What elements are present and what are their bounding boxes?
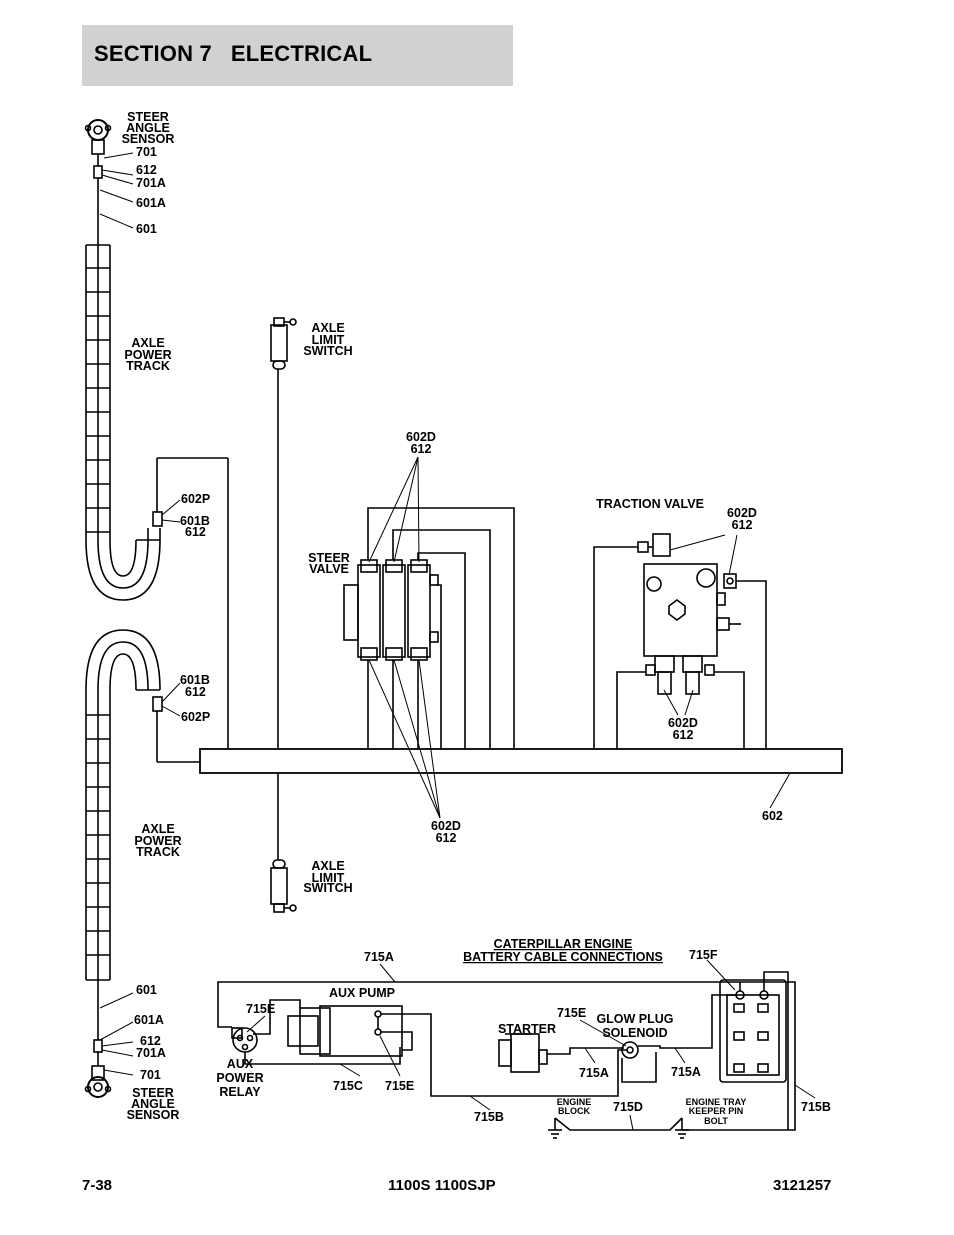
main-harness-602 (199, 748, 843, 774)
label-steer-valve-2: VALVE (309, 562, 349, 576)
callout-701-bottom: 701 (140, 1068, 161, 1082)
label-axle-limit-switch-top-1: AXLE (311, 321, 344, 335)
axle-limit-switch-top (270, 317, 297, 749)
callout-612-top: 612 (136, 163, 157, 177)
footer-models: 1100S 1100SJP (388, 1177, 496, 1194)
label-axle-power-track-top-1: AXLE (131, 336, 164, 350)
callout-602d-steer-bottom: 602D (431, 819, 461, 833)
callout-612-bottom: 612 (140, 1034, 161, 1048)
callout-601b-lower: 601B (180, 673, 210, 687)
steer-angle-sensor-top (84, 119, 112, 245)
label-axle-power-track-bottom-1: AXLE (141, 822, 174, 836)
callout-701a-bottom: 701A (136, 1046, 166, 1060)
callout-715e-pump: 715E (385, 1079, 414, 1093)
callout-602d-trac-bottom: 602D (668, 716, 698, 730)
label-axle-limit-switch-bottom-3: SWITCH (303, 881, 352, 895)
callout-602d-steer-top: 602D (406, 430, 436, 444)
label-aux-power-relay-3: RELAY (219, 1085, 261, 1099)
callout-602p-lower: 602P (181, 710, 210, 724)
callout-715f: 715F (689, 948, 718, 962)
label-steer-angle-sensor-top-2: ANGLE (126, 121, 170, 135)
label-starter: STARTER (498, 1022, 556, 1036)
steer-valve (343, 507, 515, 749)
label-caterpillar-title-1: CATERPILLAR ENGINE (494, 937, 633, 951)
callout-715a-starter: 715A (579, 1066, 609, 1080)
label-axle-limit-switch-bottom-2: LIMIT (312, 871, 345, 885)
label-steer-angle-sensor-bottom-2: ANGLE (131, 1097, 175, 1111)
label-glow-plug-solenoid-1: GLOW PLUG (596, 1012, 673, 1026)
traction-valve (593, 533, 767, 749)
callout-715a-top: 715A (364, 950, 394, 964)
label-engine-tray-keeper-2: KEEPER PIN (689, 1106, 744, 1116)
label-aux-pump: AUX PUMP (329, 986, 395, 1000)
callout-leaders (99, 152, 791, 1076)
label-steer-angle-sensor-bottom-3: SENSOR (127, 1108, 180, 1122)
label-steer-valve-1: STEER (308, 551, 350, 565)
label-engine-tray-keeper-1: ENGINE TRAY (686, 1097, 747, 1107)
callout-715d: 715D (613, 1100, 643, 1114)
callout-612-trac-top: 612 (732, 518, 753, 532)
callout-601a-top: 601A (136, 196, 166, 210)
steer-angle-sensor-bottom (84, 980, 112, 1098)
callout-715b-left: 715B (474, 1110, 504, 1124)
callout-601b-upper: 601B (180, 514, 210, 528)
connector-601b-lower (152, 696, 200, 763)
callout-715a-glow: 715A (671, 1065, 701, 1079)
callout-602p-upper: 602P (181, 492, 210, 506)
footer-page-number: 7-38 (82, 1177, 113, 1194)
label-glow-plug-solenoid-2: SOLENOID (602, 1026, 667, 1040)
label-steer-angle-sensor-top-3: SENSOR (122, 132, 175, 146)
battery-callout-leaders (246, 959, 816, 1131)
label-traction-valve: TRACTION VALVE (596, 497, 704, 511)
connector-601b-upper (152, 457, 229, 748)
label-axle-power-track-bottom-2: POWER (134, 834, 181, 848)
callout-612-steer-bottom: 612 (436, 831, 457, 845)
label-axle-power-track-top-3: TRACK (126, 359, 170, 373)
callout-612-trac-bottom: 612 (673, 728, 694, 742)
callout-601-bottom: 601 (136, 983, 157, 997)
label-steer-angle-sensor-bottom-1: STEER (132, 1086, 174, 1100)
callout-701a-top: 701A (136, 176, 166, 190)
callout-715e-relay: 715E (246, 1002, 275, 1016)
callout-602: 602 (762, 809, 783, 823)
label-caterpillar-title-2: BATTERY CABLE CONNECTIONS (463, 950, 663, 964)
callout-715b-right: 715B (801, 1100, 831, 1114)
callout-701-top: 701 (136, 145, 157, 159)
label-aux-power-relay-2: POWER (216, 1071, 263, 1085)
axle-limit-switch-bottom (270, 773, 297, 913)
callout-602d-trac-top: 602D (727, 506, 757, 520)
traction-valve-leaders (663, 534, 738, 716)
callout-601a-bottom: 601A (134, 1013, 164, 1027)
label-axle-limit-switch-top-3: SWITCH (303, 344, 352, 358)
section-title: SECTION 7 ELECTRICAL (94, 41, 373, 66)
section-header: SECTION 7 ELECTRICAL (82, 25, 513, 86)
label-aux-power-relay-1: AUX (227, 1057, 254, 1071)
callout-612-lower: 612 (185, 685, 206, 699)
callout-612-upper: 612 (185, 525, 206, 539)
callout-715c: 715C (333, 1079, 363, 1093)
callout-601-top: 601 (136, 222, 157, 236)
label-engine-tray-keeper-3: BOLT (704, 1116, 728, 1126)
label-axle-limit-switch-top-2: LIMIT (312, 333, 345, 347)
label-steer-angle-sensor-top-1: STEER (127, 110, 169, 124)
axle-power-track-upper (85, 244, 161, 601)
callout-612-steer-top: 612 (411, 442, 432, 456)
steer-valve-leaders (368, 456, 441, 819)
battery-cable-section (217, 971, 796, 1139)
label-axle-power-track-top-2: POWER (124, 348, 171, 362)
axle-power-track-lower (85, 629, 161, 981)
label-axle-limit-switch-bottom-1: AXLE (311, 859, 344, 873)
label-engine-block-2: BLOCK (558, 1106, 590, 1116)
label-axle-power-track-bottom-3: TRACK (136, 845, 180, 859)
footer-doc-number: 3121257 (773, 1177, 832, 1194)
label-engine-block-1: ENGINE (557, 1097, 592, 1107)
callout-715e-glow: 715E (557, 1006, 586, 1020)
